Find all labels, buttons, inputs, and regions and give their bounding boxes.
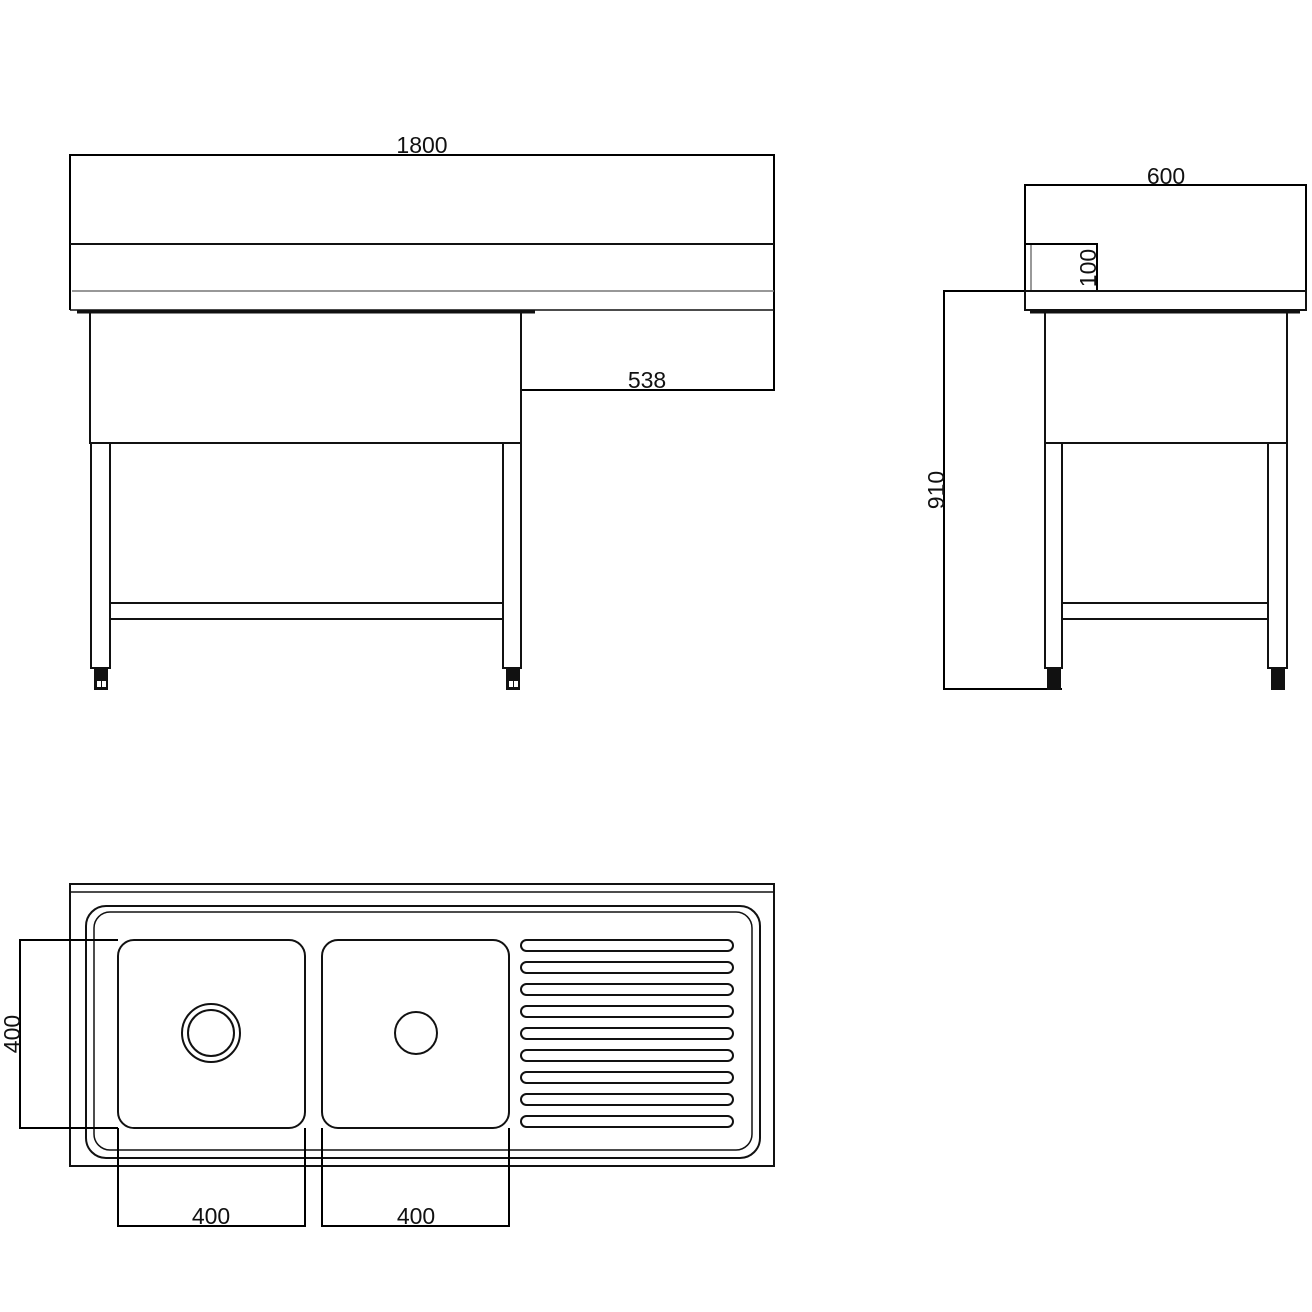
drainer-grooves [520, 939, 734, 1128]
side-crossbar [1061, 602, 1269, 620]
dim-600-label: 600 [1147, 163, 1185, 189]
drain-icon-2 [394, 1011, 438, 1055]
dimension-line-600 [1024, 184, 1307, 310]
dimension-line-100 [1025, 243, 1098, 291]
dim-538-label: 538 [628, 367, 666, 393]
dim-400-bowl1-label: 400 [192, 1203, 230, 1229]
side-leg-right [1267, 442, 1288, 669]
drainer-groove [520, 1071, 734, 1084]
drainer-groove [520, 1027, 734, 1040]
side-foot-left [1047, 668, 1061, 690]
dimension-line-400-bowl2 [321, 1128, 510, 1227]
bowl-2 [321, 939, 510, 1129]
leg-left [90, 442, 111, 669]
leg-right [502, 442, 522, 669]
sink-pressing-outer [85, 905, 761, 1159]
front-view: 1800 538 [69, 132, 775, 690]
dim-910-label: 910 [923, 471, 949, 509]
drainer-groove [520, 1093, 734, 1106]
sink-pressing-inner [93, 911, 753, 1151]
drain-icon-1 [181, 1003, 241, 1063]
dimension-line-400-depth [19, 939, 118, 1129]
side-bowl-body [1044, 311, 1288, 444]
dimension-line-400-bowl1 [117, 1128, 306, 1227]
side-leg-left [1044, 442, 1063, 669]
side-benchtop [1024, 290, 1307, 311]
dim-1800-label: 1800 [396, 132, 447, 158]
dimension-line-1800 [69, 154, 775, 391]
bowl-1 [117, 939, 306, 1129]
dim-400-depth-label: 400 [0, 1015, 25, 1053]
dim-400-bowl2-label: 400 [397, 1203, 435, 1229]
side-view: 600 100 910 [923, 163, 1307, 690]
drainer-groove [520, 961, 734, 974]
drainer-groove [520, 983, 734, 996]
side-foot-right [1271, 668, 1285, 690]
bowl-body [89, 311, 522, 444]
drainer-groove [520, 1115, 734, 1128]
dimension-line-910 [943, 290, 1306, 690]
benchtop-outline [69, 883, 775, 1167]
top-view: 400 400 400 [0, 883, 775, 1229]
drainer-groove [520, 939, 734, 952]
dim-100-label: 100 [1075, 249, 1101, 287]
drainer-groove [520, 1049, 734, 1062]
crossbar [109, 602, 504, 620]
drainer-groove [520, 1005, 734, 1018]
